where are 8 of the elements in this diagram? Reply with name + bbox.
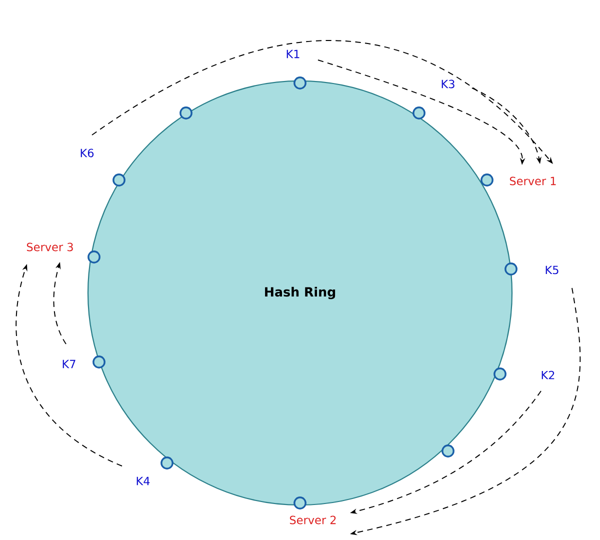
key-label: K3 <box>442 80 454 88</box>
key-label: K5 <box>546 266 558 274</box>
server-label: Server 3 <box>26 242 73 252</box>
key-label: K2 <box>542 370 554 380</box>
server-label: Server 2 <box>290 516 336 524</box>
key-label: K7 <box>62 360 76 368</box>
key-label: K1 <box>286 50 300 58</box>
key-label: K4 <box>136 476 150 486</box>
